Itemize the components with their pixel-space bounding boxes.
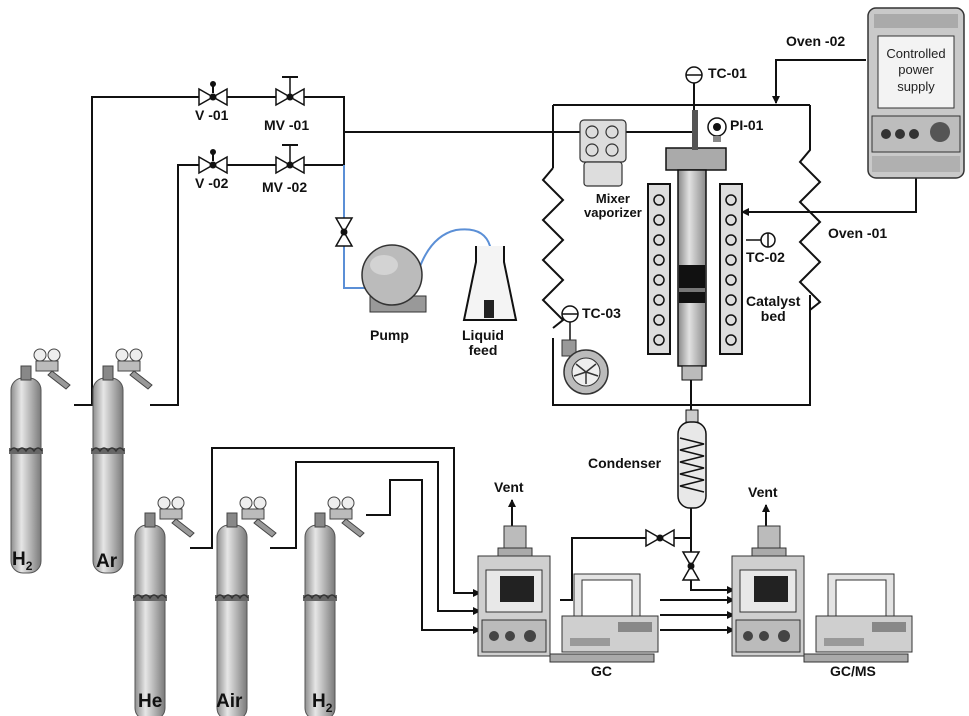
liquid-feed-label: Liquid feed: [462, 327, 504, 359]
liquid-feed-line: [343, 165, 491, 298]
regulator-ar-icon: [115, 348, 153, 390]
cylinder-he-label: He: [138, 691, 163, 712]
reactor-tube: [665, 110, 727, 381]
mv-02-label: MV -02: [262, 179, 308, 195]
v-02-valve-icon[interactable]: [198, 149, 228, 174]
gas-lines: [74, 59, 917, 634]
vent-1-label: Vent: [494, 479, 524, 495]
gcms-station-icon: [731, 525, 913, 663]
mixer-vaporizer-label: Mixer vaporizer: [584, 191, 642, 221]
pi-01-gauge-icon: [707, 117, 727, 142]
tc-02-label: TC-02: [746, 249, 785, 265]
catalyst-bed-label: Catalyst bed: [746, 293, 801, 325]
oven-02-label: Oven -02: [786, 33, 846, 49]
cylinder-air-icon: [214, 512, 250, 716]
mv-02-valve-icon[interactable]: [275, 144, 305, 174]
tc-03-gauge-icon: [561, 305, 579, 340]
vent-2-label: Vent: [748, 484, 778, 500]
heater-right: [719, 183, 743, 355]
mv-01-valve-icon[interactable]: [275, 76, 305, 106]
cylinder-he-icon: [132, 512, 168, 716]
pump-label: Pump: [370, 327, 409, 343]
power-supply-label: Controlled power supply: [886, 46, 946, 94]
oven-01-label: Oven -01: [828, 225, 888, 241]
condenser-valve-gcms-icon[interactable]: [682, 551, 700, 581]
condenser-icon: [677, 409, 707, 509]
cylinder-h2-bottom-icon: [302, 512, 338, 716]
pump-icon: [361, 244, 427, 313]
v-01-label: V -01: [195, 107, 229, 123]
mv-01-label: MV -01: [264, 117, 310, 133]
mixer-vaporizer-icon: [579, 119, 627, 187]
liquid-valve-icon[interactable]: [335, 217, 353, 247]
v-01-valve-icon[interactable]: [198, 81, 228, 106]
oven-enclosure: [541, 104, 822, 406]
tc-01-gauge-icon: [685, 66, 703, 84]
cylinder-ar-label: Ar: [96, 551, 118, 572]
pi-01-label: PI-01: [730, 117, 764, 133]
tc-03-label: TC-03: [582, 305, 621, 321]
v-02-label: V -02: [195, 175, 229, 191]
gc-station-icon: [477, 525, 659, 663]
liquid-feed-flask-icon: [462, 246, 518, 321]
cylinder-air-label: Air: [216, 691, 243, 712]
tc-01-label: TC-01: [708, 65, 747, 81]
power-supply-icon: [867, 7, 965, 179]
cylinder-ar-icon: [90, 365, 126, 574]
gc-label: GC: [591, 663, 612, 679]
cylinder-h2-top-label: H2: [12, 549, 33, 573]
condenser-label: Condenser: [588, 455, 662, 471]
regulator-h2-top-icon: [33, 348, 71, 390]
heater-left: [647, 183, 671, 355]
tc-02-gauge-icon: [746, 232, 776, 248]
catalyst-bed: [679, 265, 705, 303]
cylinder-h2-bottom-label: H2: [312, 691, 333, 715]
cylinder-h2-top-icon: [8, 365, 44, 574]
condenser-valve-gc-icon[interactable]: [645, 529, 675, 547]
gcms-label: GC/MS: [830, 663, 876, 679]
fan-icon: [561, 339, 609, 395]
